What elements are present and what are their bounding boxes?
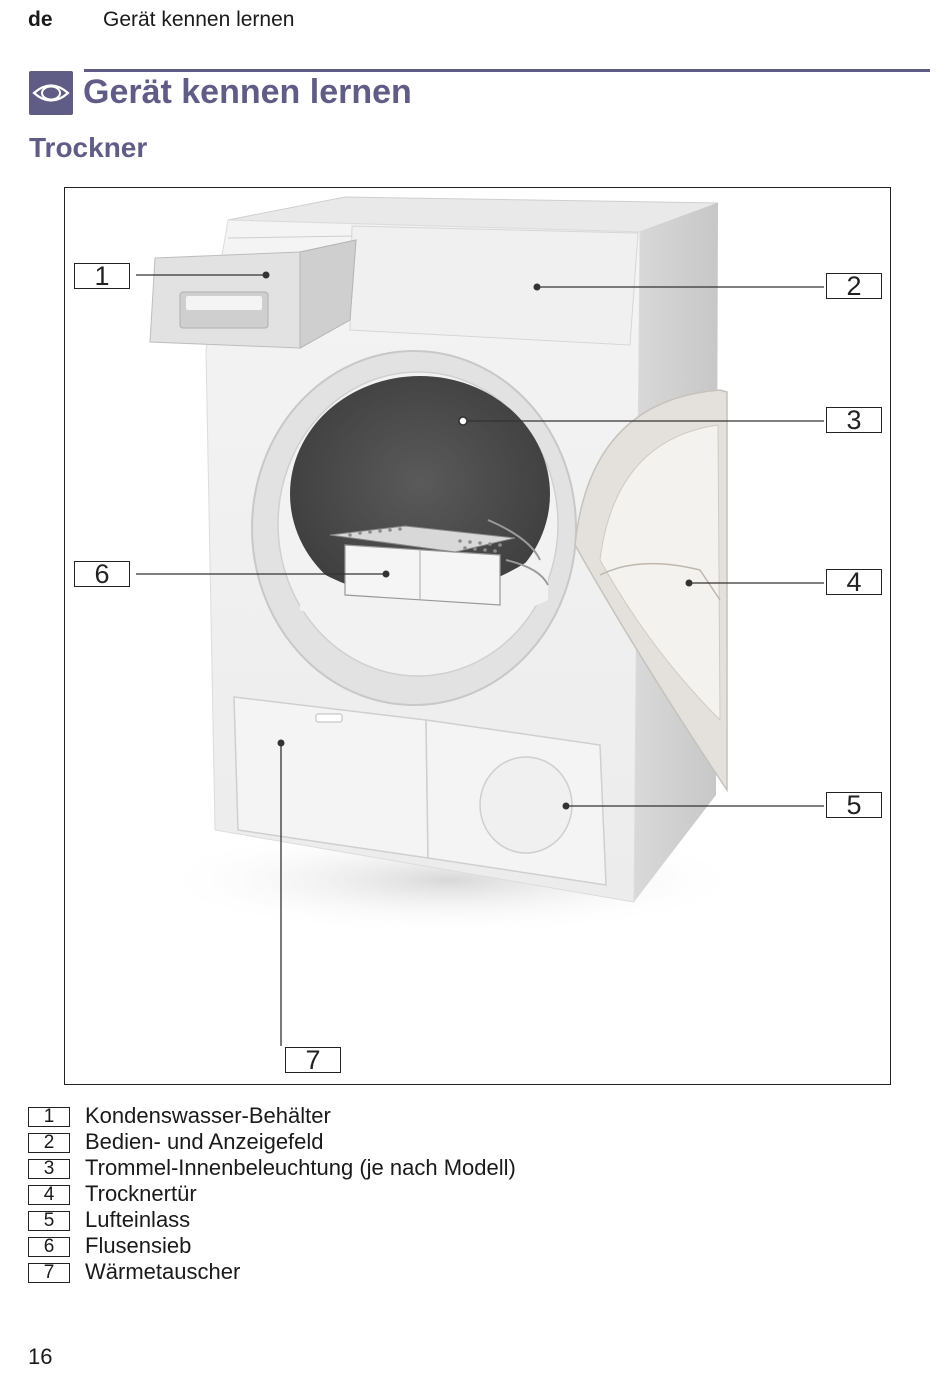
control-panel <box>349 225 639 346</box>
legend-label: Kondenswasser-Behälter <box>85 1103 331 1128</box>
legend-number: 1 <box>28 1107 70 1127</box>
legend-label: Trocknertür <box>85 1181 197 1206</box>
legend-label: Wärmetauscher <box>85 1259 241 1284</box>
callout-1: 1 <box>74 263 130 290</box>
section-rule <box>84 69 930 72</box>
legend-number: 5 <box>28 1211 70 1231</box>
section-subtitle: Trockner <box>29 132 148 163</box>
legend-label: Bedien- und Anzeigefeld <box>85 1129 324 1154</box>
callout-3: 3 <box>826 407 882 434</box>
callout-4: 4 <box>826 569 882 596</box>
header-language: de <box>28 8 53 31</box>
legend-number: 3 <box>28 1159 70 1179</box>
legend-label: Trommel-Innenbeleuchtung (je nach Modell… <box>85 1155 516 1180</box>
callout-6: 6 <box>74 561 130 588</box>
callout-2: 2 <box>826 273 882 300</box>
legend-label: Flusensieb <box>85 1233 192 1258</box>
legend-number: 7 <box>28 1263 70 1283</box>
eye-icon <box>29 71 73 115</box>
legend-number: 4 <box>28 1185 70 1205</box>
dryer-figure-frame <box>64 187 891 1085</box>
legend-number: 2 <box>28 1133 70 1153</box>
legend-number: 6 <box>28 1237 70 1257</box>
header-title: Gerät kennen lernen <box>103 8 295 31</box>
callout-7: 7 <box>285 1047 341 1074</box>
callout-5: 5 <box>826 792 882 819</box>
air-inlet <box>479 756 573 854</box>
section-title: Gerät kennen lernen <box>83 73 412 111</box>
page-number: 16 <box>28 1344 53 1369</box>
lint-filter <box>344 544 501 606</box>
legend-label: Lufteinlass <box>85 1207 191 1232</box>
